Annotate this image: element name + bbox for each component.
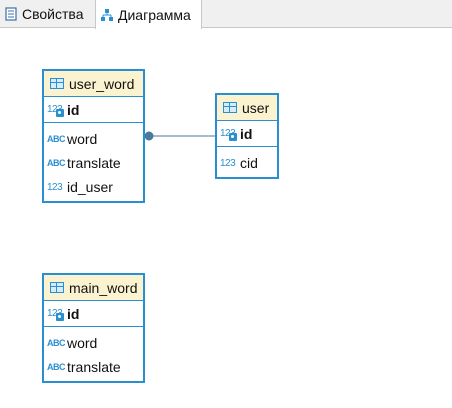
tab-bar: Свойства Диаграмма (0, 0, 452, 29)
text-type-icon: ABC (47, 362, 66, 372)
numeric-type-icon: 123 (47, 181, 63, 193)
table-name: main_word (69, 279, 138, 296)
key-icon (56, 109, 64, 117)
key-icon (229, 133, 237, 141)
column-name: id_user (67, 179, 113, 195)
column-row[interactable]: ABC word (44, 331, 143, 355)
column-name: translate (67, 359, 121, 375)
primary-key-row[interactable]: 123 id (44, 301, 143, 327)
tab-diagram-label: Диаграмма (118, 6, 191, 23)
table-main_word[interactable]: main_word 123 id ABC word ABC translate (42, 273, 145, 383)
column-name: id (67, 101, 80, 118)
column-name: translate (67, 155, 121, 171)
relation-links (144, 131, 217, 141)
numeric-type-icon: 123 (220, 157, 236, 169)
column-row[interactable]: ABC translate (44, 151, 143, 175)
primary-key-row[interactable]: 123 id (217, 121, 277, 147)
text-type-icon: ABC (47, 338, 66, 348)
table-icon (50, 282, 64, 293)
tab-diagram[interactable]: Диаграмма (95, 0, 202, 29)
numeric-type-icon: 123 (220, 128, 237, 141)
key-icon (56, 313, 64, 321)
table-header: main_word (44, 275, 143, 301)
table-name: user (242, 99, 270, 116)
tab-properties-label: Свойства (22, 6, 84, 22)
table-name: user_word (69, 75, 135, 92)
diagram-canvas[interactable]: user_word 123 id ABC word ABC translate … (0, 29, 452, 408)
column-name: word (67, 131, 98, 147)
text-type-icon: ABC (47, 134, 66, 144)
column-row[interactable]: 123 cid (217, 151, 277, 175)
relation-endpoint (144, 131, 154, 141)
table-header: user_word (44, 71, 143, 97)
tab-properties[interactable]: Свойства (0, 0, 95, 28)
column-name: cid (240, 155, 258, 171)
table-user_word[interactable]: user_word 123 id ABC word ABC translate … (42, 69, 145, 203)
column-row[interactable]: ABC translate (44, 355, 143, 379)
diagram-icon (100, 8, 114, 22)
numeric-type-icon: 123 (47, 104, 64, 117)
properties-icon (4, 7, 18, 21)
column-name: word (67, 335, 98, 351)
table-icon (50, 78, 64, 89)
table-icon (223, 102, 237, 113)
table-user[interactable]: user 123 id 123 cid (215, 93, 279, 179)
column-row[interactable]: ABC word (44, 127, 143, 151)
column-name: id (240, 125, 253, 142)
numeric-type-icon: 123 (47, 308, 64, 321)
column-name: id (67, 305, 80, 322)
table-header: user (217, 95, 277, 121)
text-type-icon: ABC (47, 158, 66, 168)
column-row[interactable]: 123 id_user (44, 175, 143, 199)
primary-key-row[interactable]: 123 id (44, 97, 143, 123)
